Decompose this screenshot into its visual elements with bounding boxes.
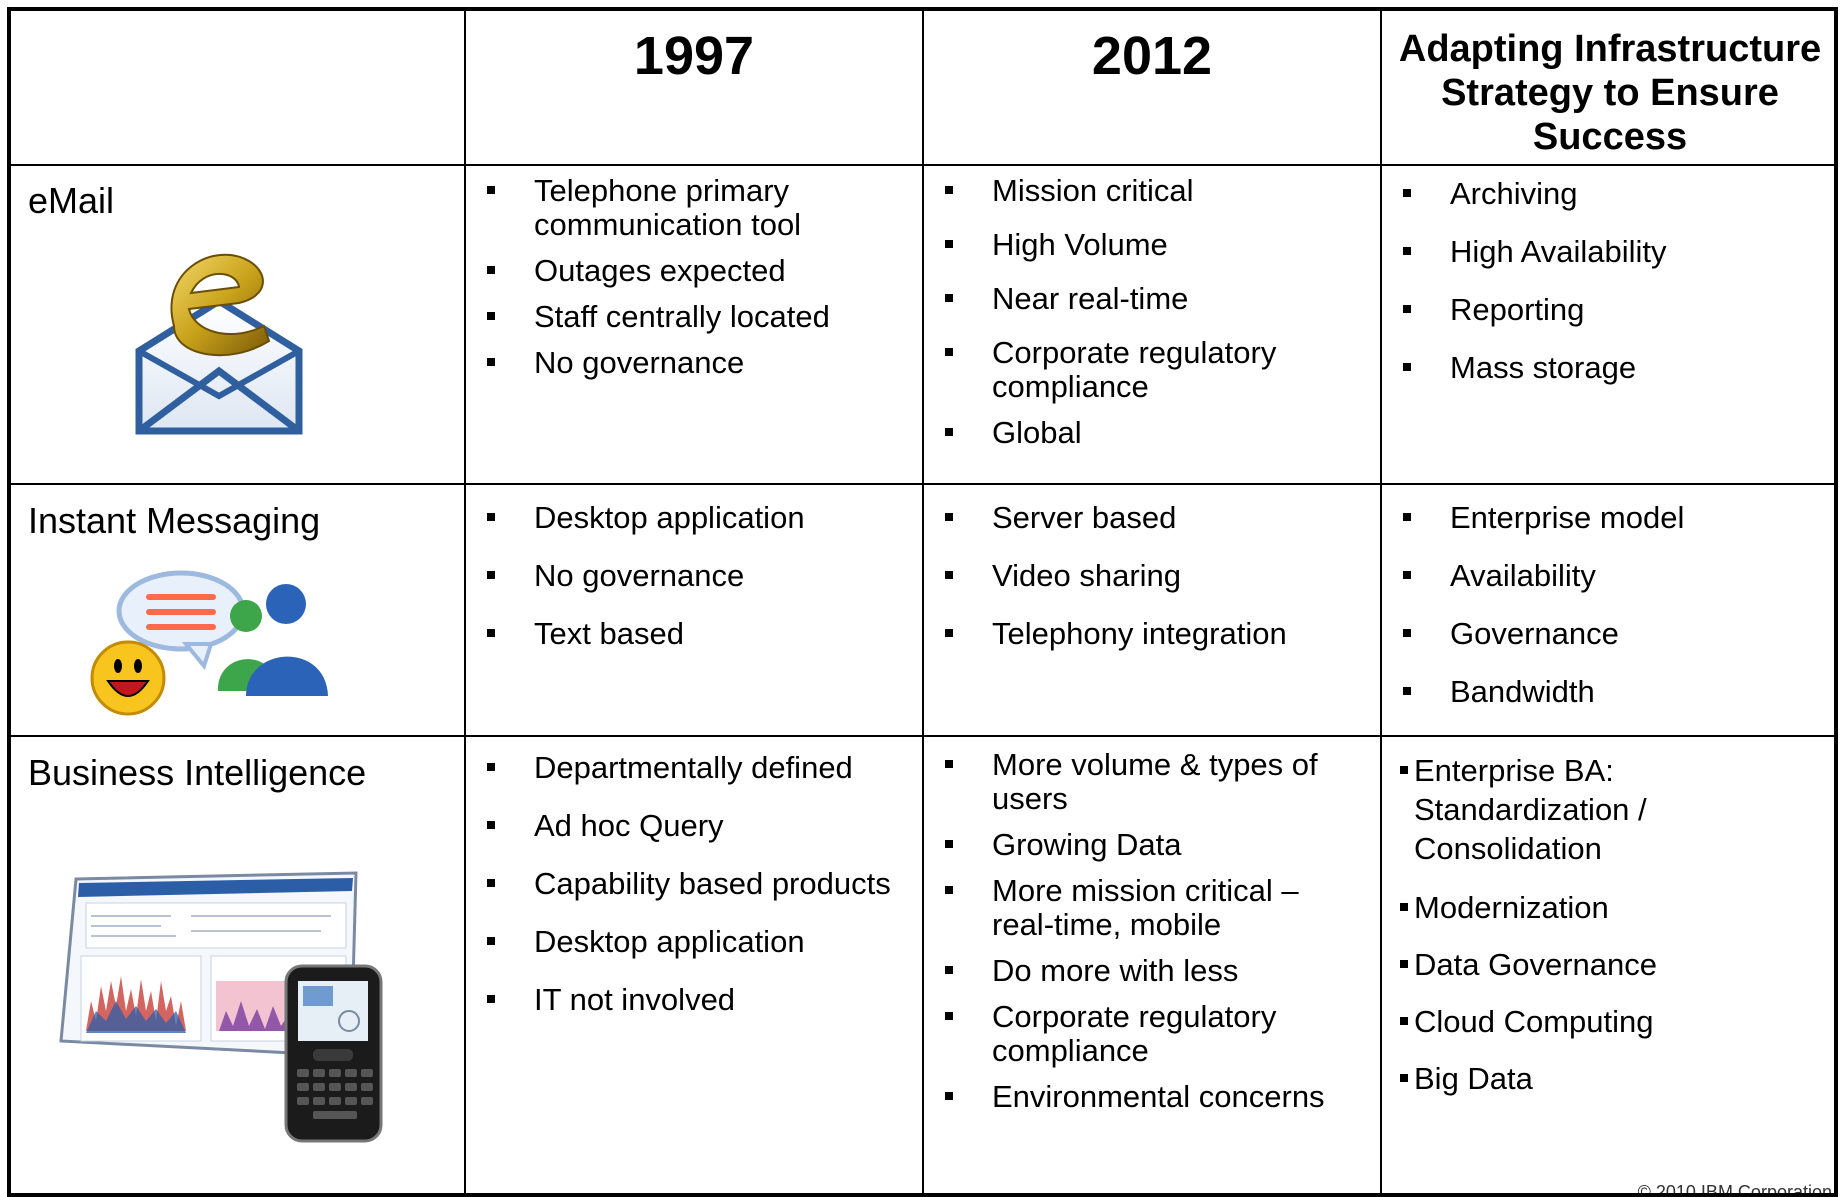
list-item: Bandwidth [1382, 675, 1838, 709]
list-item: More mission critical – real-time, mobil… [924, 874, 1380, 942]
list-item: Corporate regulatory compliance [924, 1000, 1380, 1068]
row-divider [11, 164, 1834, 166]
list-item: Staff centrally located [466, 300, 922, 334]
header-2012: 2012 [1091, 26, 1213, 86]
column-divider [464, 11, 466, 1193]
email-2012-list: Mission critical High Volume Near real-t… [924, 174, 1380, 450]
bi-2012-list: More volume & types of users Growing Dat… [924, 748, 1380, 1114]
list-item: Corporate regulatory compliance [924, 336, 1380, 404]
list-item: Modernization [1400, 888, 1778, 927]
header-1997: 1997 [633, 26, 755, 86]
list-item: Video sharing [924, 559, 1380, 593]
list-item: Outages expected [466, 254, 922, 288]
list-item: High Availability [1382, 235, 1838, 269]
list-item: Capability based products [466, 867, 922, 901]
copyright-text: © 2010 IBM Corporation [1637, 1183, 1832, 1193]
list-item: Enterprise model [1382, 501, 1838, 535]
list-item: Cloud Computing [1400, 1002, 1778, 1041]
column-divider [1380, 11, 1382, 1193]
bi-1997-list: Departmentally defined Ad hoc Query Capa… [466, 751, 922, 1017]
list-item: Environmental concerns [924, 1080, 1380, 1114]
header-strategy: Adapting Infrastructure Strategy to Ensu… [1398, 28, 1822, 158]
list-item: Ad hoc Query [466, 809, 922, 843]
row-divider [11, 483, 1834, 485]
list-item: Data Governance [1400, 945, 1778, 984]
list-item: No governance [466, 559, 922, 593]
list-item: Mission critical [924, 174, 1380, 208]
list-item: Text based [466, 617, 922, 651]
bi-strategy-list: Enterprise BA: Standardization / Consoli… [1382, 751, 1838, 1098]
im-2012-list: Server based Video sharing Telephony int… [924, 501, 1380, 651]
list-item: Desktop application [466, 501, 922, 535]
list-item: High Volume [924, 228, 1380, 262]
list-item: Enterprise BA: Standardization / Consoli… [1400, 751, 1778, 868]
im-strategy-list: Enterprise model Availability Governance… [1382, 501, 1838, 709]
list-item: IT not involved [466, 983, 922, 1017]
list-item: Mass storage [1382, 351, 1838, 385]
list-item: No governance [466, 346, 922, 380]
list-item: Reporting [1382, 293, 1838, 327]
row-label-email: eMail [28, 180, 115, 221]
column-divider [922, 11, 924, 1193]
list-item: More volume & types of users [924, 748, 1380, 816]
email-1997-list: Telephone primary communication tool Out… [466, 174, 922, 380]
table-grid [11, 11, 1834, 1193]
email-strategy-list: Archiving High Availability Reporting Ma… [1382, 177, 1838, 385]
dashboard-smartphone-icon [51, 861, 431, 1151]
list-item: Growing Data [924, 828, 1380, 862]
list-item: Availability [1382, 559, 1838, 593]
list-item: Desktop application [466, 925, 922, 959]
list-item: Departmentally defined [466, 751, 922, 785]
list-item: Governance [1382, 617, 1838, 651]
row-label-instant-messaging: Instant Messaging [28, 500, 321, 541]
im-1997-list: Desktop application No governance Text b… [466, 501, 922, 651]
list-item: Telephony integration [924, 617, 1380, 651]
list-item: Archiving [1382, 177, 1838, 211]
list-item: Near real-time [924, 282, 1380, 316]
comparison-table: 1997 2012 Adapting Infrastructure Strate… [7, 7, 1838, 1197]
list-item: Global [924, 416, 1380, 450]
email-envelope-icon [119, 231, 319, 441]
list-item: Server based [924, 501, 1380, 535]
list-item: Do more with less [924, 954, 1380, 988]
list-item: Telephone primary communication tool [466, 174, 922, 242]
list-item: Big Data [1400, 1059, 1778, 1098]
row-label-business-intelligence: Business Intelligence [28, 752, 367, 793]
row-divider [11, 735, 1834, 737]
messenger-chat-icon [86, 566, 336, 721]
